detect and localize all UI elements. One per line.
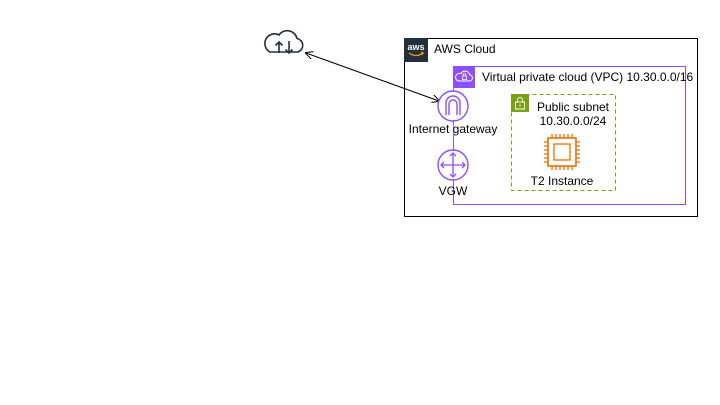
public-subnet-group[interactable] xyxy=(511,94,616,191)
padlock-icon xyxy=(511,94,529,112)
ec2-chip-icon[interactable] xyxy=(544,134,580,170)
public-subnet-label: Public subnet 10.30.0.0/24 xyxy=(531,100,615,128)
vpc-group[interactable] xyxy=(453,66,686,205)
vpc-label: Virtual private cloud (VPC) 10.30.0.0/16 xyxy=(482,70,694,84)
vgw-label: VGW xyxy=(438,184,468,198)
internet-gateway-icon[interactable] xyxy=(437,90,469,122)
public-subnet-name: Public subnet xyxy=(536,100,610,114)
virtual-gateway-icon[interactable] xyxy=(437,149,469,181)
internet-gateway-label: Internet gateway xyxy=(408,122,498,136)
aws-cloud-label: AWS Cloud xyxy=(434,42,496,56)
internet-to-gateway-connector[interactable] xyxy=(306,53,439,101)
cloud-upload-download-icon[interactable] xyxy=(264,29,304,55)
t2-instance-label: T2 Instance xyxy=(530,174,594,188)
aws-logo-icon: aws xyxy=(404,38,428,62)
public-subnet-cidr: 10.30.0.0/24 xyxy=(539,114,607,128)
aws-badge-text: aws xyxy=(407,42,424,52)
vpc-cloud-lock-icon xyxy=(453,66,475,88)
aws-cloud-group[interactable] xyxy=(404,38,698,217)
